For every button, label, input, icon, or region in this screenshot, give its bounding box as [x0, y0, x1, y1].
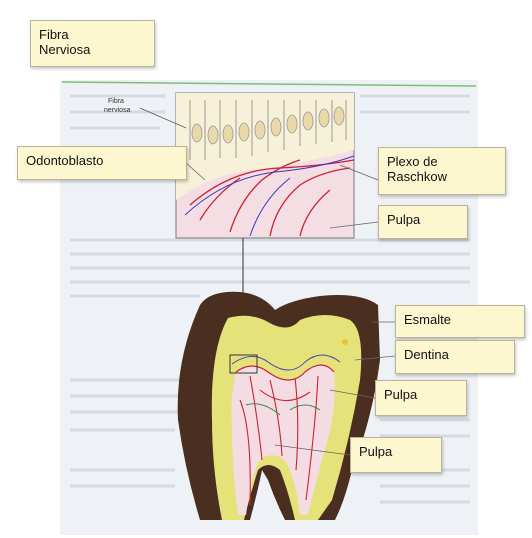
label-dentina: Dentina [395, 340, 515, 374]
label-fibra-nerviosa: Fibra Nerviosa [30, 20, 155, 67]
label-odontoblasto: Odontoblasto [17, 146, 187, 180]
inset-label-nerviosa: nerviosa [104, 107, 131, 114]
label-pulpa-inset: Pulpa [378, 205, 468, 239]
label-pulpa-root: Pulpa [350, 437, 442, 473]
label-esmalte: Esmalte [395, 305, 525, 338]
inset-label-fibra: Fibra [108, 98, 124, 105]
label-pulpa-chamber: Pulpa [375, 380, 467, 416]
label-plexo-de-raschkow: Plexo de Raschkow [378, 147, 506, 195]
